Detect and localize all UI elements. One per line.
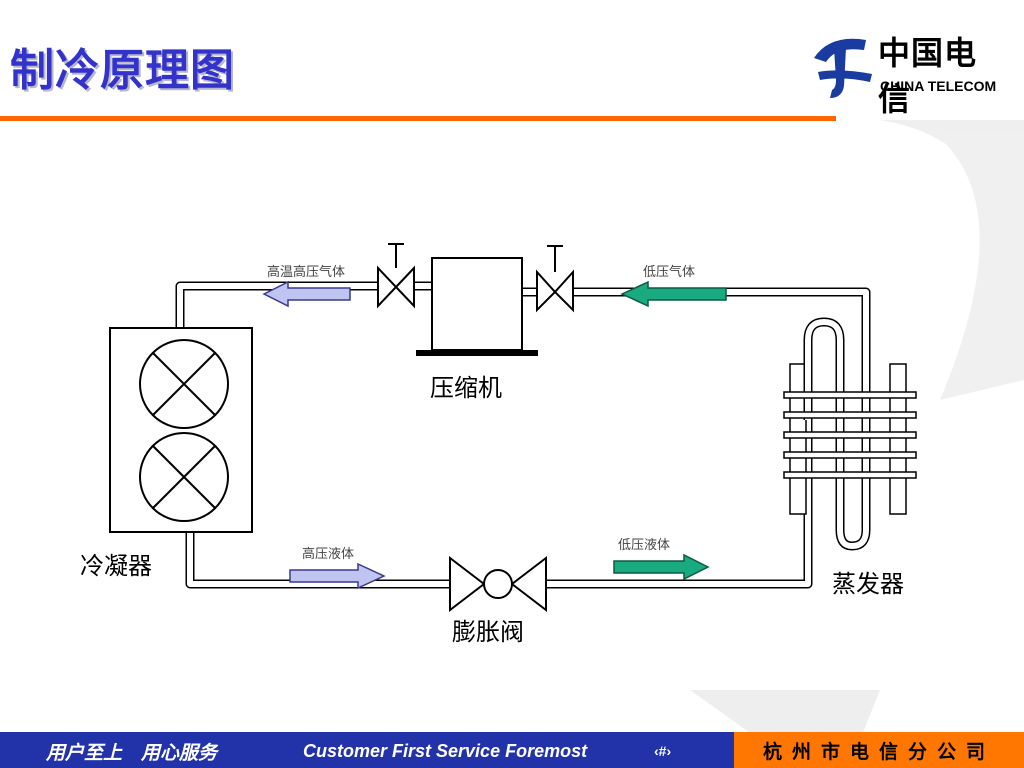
footer-company-name: 杭州市电信分公司	[734, 732, 1024, 768]
pipe-low-pressure-gas	[520, 287, 871, 420]
pipe-high-pressure-gas	[175, 281, 434, 328]
condenser-fan-icon	[139, 339, 229, 429]
title-underline	[0, 116, 836, 121]
condenser-fan-icon	[139, 432, 229, 522]
arrow-low-pressure-gas	[620, 280, 727, 308]
footer-bar: 用户至上 用心服务 Customer First Service Foremos…	[0, 732, 1024, 768]
logo-name-cn: 中国电信	[878, 34, 978, 118]
pipe-liquid-line	[185, 420, 813, 589]
footer-slogan-en: Customer First Service Foremost	[303, 741, 588, 761]
label-low-pressure-gas: 低压气体	[643, 264, 695, 280]
page-number: ‹#›	[654, 743, 672, 759]
label-high-temp-high-pressure-gas: 高温高压气体	[267, 264, 345, 280]
valve-icon	[536, 245, 574, 313]
label-low-pressure-liquid: 低压液体	[618, 538, 670, 553]
arrow-high-temp-gas	[262, 280, 351, 308]
page-title: 制冷原理图	[10, 45, 235, 96]
arrow-high-pressure-liquid	[289, 562, 386, 590]
china-telecom-logo: 中国电信 CHINA TELECOM	[808, 28, 1008, 118]
label-compressor: 压缩机	[430, 374, 502, 402]
label-condenser: 冷凝器	[80, 552, 152, 580]
valve-icon	[377, 243, 415, 309]
footer-slogan-cn: 用户至上 用心服务	[46, 742, 218, 764]
label-high-pressure-liquid: 高压液体	[302, 546, 354, 562]
expansion-valve-icon	[449, 555, 547, 613]
condenser	[109, 327, 253, 533]
arrow-low-pressure-liquid	[613, 553, 710, 581]
logo-name-en: CHINA TELECOM	[880, 78, 997, 94]
telecom-emblem-icon	[814, 38, 872, 98]
evaporator	[783, 317, 917, 551]
label-expansion-valve: 膨胀阀	[452, 618, 524, 646]
compressor	[416, 257, 538, 356]
label-evaporator: 蒸发器	[832, 570, 904, 598]
